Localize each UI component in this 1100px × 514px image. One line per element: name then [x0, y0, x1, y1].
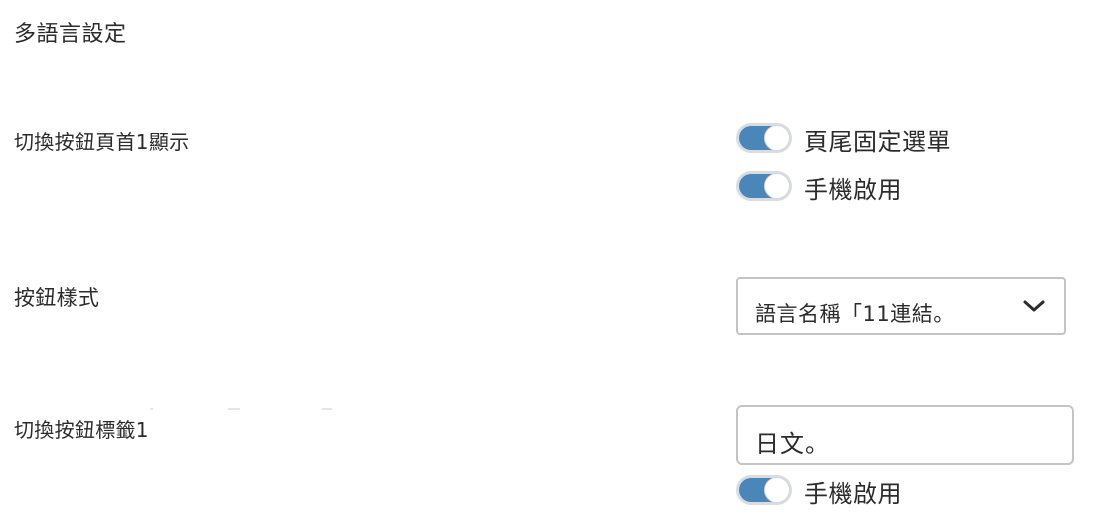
toggle-knob: [765, 478, 789, 502]
button-style-select[interactable]: 語言名稱「11連結。: [736, 277, 1066, 335]
button-tag-row-label: 切換按鈕標籤1: [14, 418, 149, 442]
mobile-enable-toggle-2[interactable]: [736, 475, 792, 505]
footer-fixed-menu-toggle-row: 頁尾固定選單: [736, 121, 951, 156]
faint-mark: [228, 408, 240, 410]
button-style-selected-value: 語言名稱「11連結。: [755, 302, 955, 326]
footer-fixed-menu-label: 頁尾固定選單: [804, 128, 951, 156]
footer-fixed-menu-toggle[interactable]: [736, 123, 792, 153]
button-tag-input[interactable]: 日文。: [736, 405, 1074, 465]
chevron-down-icon: [1023, 300, 1045, 312]
mobile-enable-toggle-1[interactable]: [736, 171, 792, 201]
faint-mark: [322, 408, 332, 410]
mobile-enable-label-1: 手機啟用: [804, 176, 902, 204]
section-title: 多語言設定: [14, 22, 127, 47]
faint-mark: [150, 408, 153, 410]
button-style-row-label: 按鈕樣式: [14, 286, 100, 310]
mobile-enable-toggle-row-2: 手機啟用: [736, 473, 902, 508]
mobile-enable-label-2: 手機啟用: [804, 480, 902, 508]
toggle-knob: [765, 174, 789, 198]
button-tag-input-value: 日文。: [755, 430, 830, 458]
header-toggle-row-label: 切換按鈕頁首1顯示: [14, 130, 190, 154]
toggle-knob: [765, 126, 789, 150]
mobile-enable-toggle-row-1: 手機啟用: [736, 169, 902, 204]
